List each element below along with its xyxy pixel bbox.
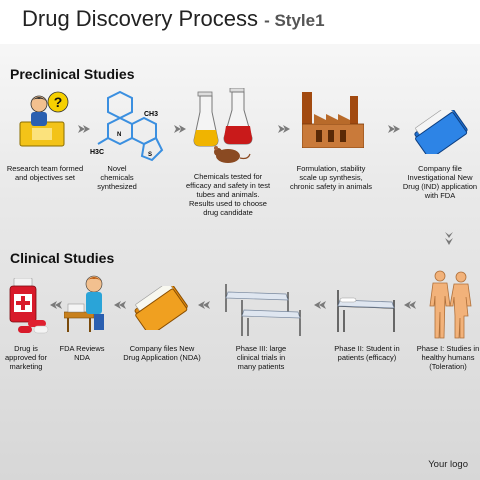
clinical-step-4-label: Company files New Drug Application (NDA) <box>123 344 201 362</box>
flasks-mouse-icon <box>193 88 253 163</box>
clinical-step-1-label: Phase I: Studies in healthy humans (Tole… <box>416 344 480 371</box>
factory-icon <box>302 92 364 148</box>
medicine-bottle-icon <box>9 278 49 334</box>
folder-icon <box>134 286 188 330</box>
flow-arrow-8 <box>114 301 126 309</box>
flow-arrow-7 <box>198 301 210 309</box>
flow-arrow-4 <box>388 125 400 133</box>
chemical-structure-icon: CH3 H3C N S <box>90 90 164 162</box>
nitrogen-label: N <box>117 132 121 138</box>
sulfur-label: S <box>148 152 152 158</box>
preclinical-step-5-label: Company file Investigational New Drug (I… <box>402 164 478 200</box>
preclinical-heading: Preclinical Studies <box>10 66 135 82</box>
clinical-heading: Clinical Studies <box>10 250 115 266</box>
flow-arrow-6 <box>314 301 326 309</box>
preclinical-step-4-label: Formulation, stability scale up synthesi… <box>289 164 373 191</box>
title-style: - Style1 <box>264 11 325 30</box>
researcher-question-icon: ? <box>19 91 69 147</box>
flow-arrow-3 <box>278 125 290 133</box>
methyl-label: CH3 <box>144 111 158 118</box>
preclinical-step-3-label: Chemicals tested for efficacy and safety… <box>185 172 271 217</box>
flow-arrow-down <box>445 232 453 245</box>
clinical-step-6-label: Drug is approved for marketing <box>4 344 48 371</box>
clinical-step-2-label: Phase II: Student in patients (efficacy) <box>334 344 400 362</box>
hospital-bed-icon <box>337 290 395 332</box>
preclinical-step-1-label: Research team formed and objectives set <box>6 164 84 182</box>
preclinical-step-2-label: Novel chemicals synthesized <box>97 164 137 191</box>
logo-placeholder: Your logo <box>428 459 468 470</box>
folder-icon <box>414 110 468 154</box>
title-bar: Drug Discovery Process - Style1 <box>0 0 480 44</box>
humans-icon <box>429 270 472 339</box>
flow-arrow-2 <box>174 125 186 133</box>
flow-arrow-9 <box>50 301 62 309</box>
reviewer-desk-icon <box>64 275 104 332</box>
hospital-beds-icon <box>225 284 301 336</box>
flow-arrow-5 <box>404 301 416 309</box>
page-title: Drug Discovery Process - Style1 <box>22 6 325 32</box>
clinical-step-3-label: Phase III: large clinical trials in many… <box>235 344 287 371</box>
h3c-label: H3C <box>90 149 104 156</box>
flow-arrow-1 <box>78 125 90 133</box>
title-main: Drug Discovery Process <box>22 6 258 31</box>
svg-text:?: ? <box>54 94 63 110</box>
clinical-step-5-label: FDA Reviews NDA <box>59 344 105 362</box>
